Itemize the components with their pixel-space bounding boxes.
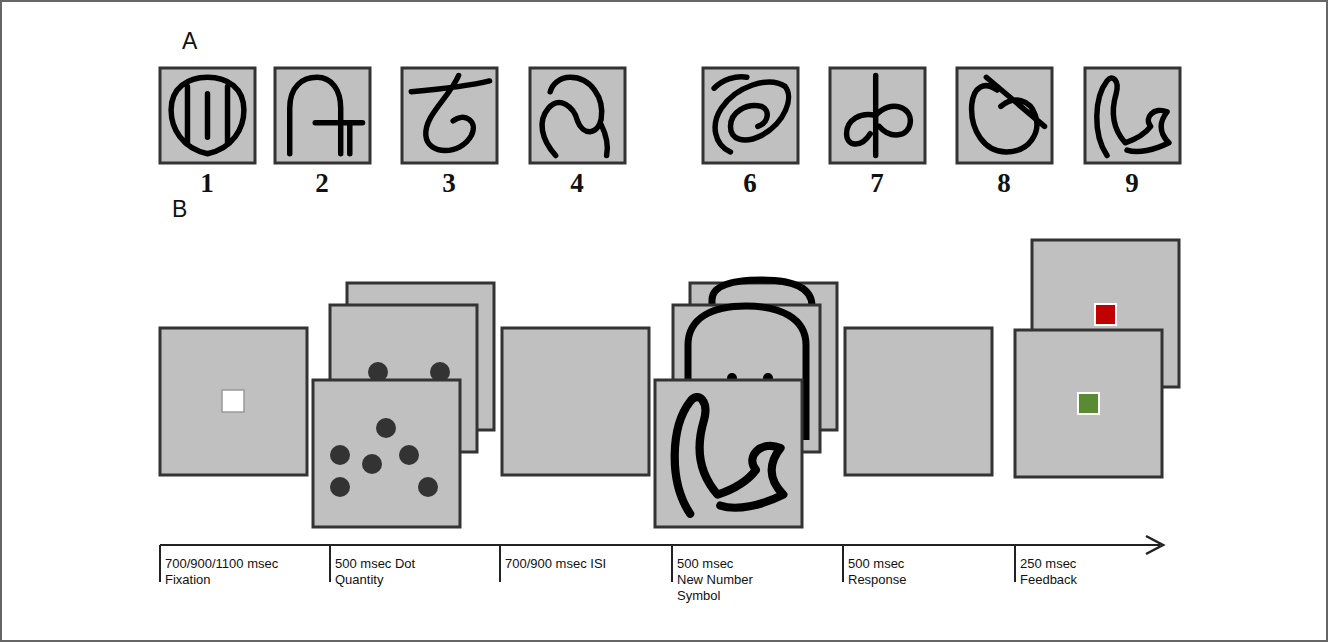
symbol-number: 1 <box>182 168 232 199</box>
timing-label: 500 msec Response <box>848 556 958 588</box>
timing-label: 250 msec Feedback <box>1020 556 1130 588</box>
timing-label: 700/900 msec ISI <box>505 556 615 572</box>
symbol-number: 2 <box>297 168 347 199</box>
symbol-number: 7 <box>852 168 902 199</box>
symbol-number: 3 <box>424 168 474 199</box>
symbol-number: 9 <box>1107 168 1157 199</box>
symbol-number: 4 <box>552 168 602 199</box>
symbol-glyphs <box>171 75 1169 155</box>
symbol-cards <box>160 68 1180 163</box>
timing-label: 700/900/1100 msec Fixation <box>165 556 293 588</box>
timing-label: 500 msec New Number Symbol <box>677 556 759 604</box>
symbol-number: 6 <box>725 168 775 199</box>
timing-label: 500 msec Dot Quantity <box>335 556 430 588</box>
timeline-axis <box>160 536 1163 582</box>
trial-screens <box>160 240 1179 527</box>
panel-letter: B <box>172 196 202 223</box>
panel-letter: A <box>182 28 212 55</box>
symbol-number: 8 <box>979 168 1029 199</box>
